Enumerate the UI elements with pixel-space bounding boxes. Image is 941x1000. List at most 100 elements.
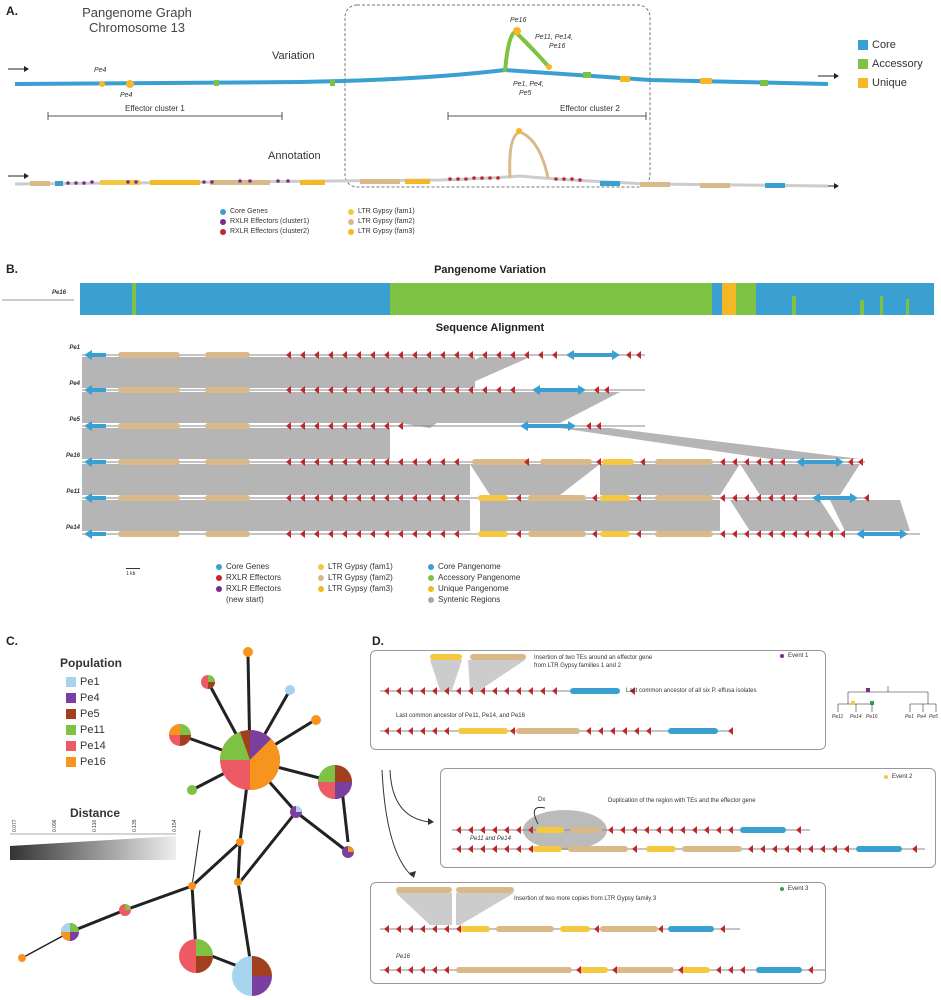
- d-effector-marker-r1-10: [622, 727, 627, 735]
- effector-marker-r5-2: [314, 530, 319, 538]
- effector-marker-r4-6: [370, 494, 375, 502]
- effector-cluster2-label: Effector cluster 2: [560, 104, 620, 113]
- event1-te1: [430, 654, 462, 660]
- connector-arrow-1: [428, 818, 434, 825]
- unique-node-pe4a: [99, 81, 105, 87]
- distance-title: Distance: [70, 806, 121, 820]
- effector-marker-r0-12: [454, 351, 459, 359]
- event3-sub: Pe16: [396, 954, 411, 960]
- d-effector-marker-r5-11: [740, 966, 745, 974]
- d-effector-marker-r4-5: [444, 925, 449, 933]
- d-effector-marker-r5-1: [396, 966, 401, 974]
- effector-marker-r1-10: [426, 386, 431, 394]
- tree-event2-marker: [851, 701, 855, 705]
- effector-marker-r4-11: [440, 494, 445, 502]
- cluster1-effector-markers: [66, 179, 290, 185]
- annot-legend-rxlr1-label: RXLR Effectors (cluster1): [230, 218, 310, 225]
- event3-te3: [460, 926, 490, 932]
- effector-marker-r3-8: [398, 458, 403, 466]
- effector-marker-r3-23: [858, 458, 863, 466]
- d-effector-marker-r1-5: [444, 727, 449, 735]
- pop-pe5-label: Pe5: [80, 708, 100, 720]
- effector-marker-r5-9: [412, 530, 417, 538]
- effector-marker-r4-8: [398, 494, 403, 502]
- effector-marker-r3-4: [342, 458, 347, 466]
- event3-te5: [560, 926, 590, 932]
- pangenome-variation-title: Pangenome Variation: [434, 264, 546, 276]
- pop-pe16-label: Pe16: [80, 756, 106, 768]
- d-effector-marker-r4-7: [594, 925, 599, 933]
- effector-marker-r0-15: [496, 351, 501, 359]
- d-effector-marker-r4-9: [720, 925, 725, 933]
- panel-b-letter: B.: [6, 262, 18, 276]
- annotation-label: Annotation: [268, 150, 321, 162]
- d-effector-marker-r3-15: [832, 845, 837, 853]
- event3-description: Insertion of two more copies from LTR Gy…: [514, 896, 657, 902]
- event1-core-gene-2: [668, 728, 718, 734]
- effector-marker-r4-0: [286, 494, 291, 502]
- event3-te7: [456, 967, 572, 973]
- effector-marker-r2-9: [586, 422, 591, 430]
- arrow-left-bottom-head: [24, 173, 29, 179]
- effector-marker-r0-18: [538, 351, 543, 359]
- tree-event1-marker: [866, 688, 870, 692]
- event1-wedge-2: [468, 660, 525, 690]
- effector-marker-r4-19: [756, 494, 761, 502]
- d-effector-marker-r2-6: [528, 826, 533, 834]
- event1-tag-label: Event 1: [788, 653, 809, 659]
- d-effector-marker-r4-3: [420, 925, 425, 933]
- d-effector-marker-r0-6: [456, 687, 461, 695]
- effector-marker-r5-24: [816, 530, 821, 538]
- effector-marker-r0-8: [398, 351, 403, 359]
- effector-marker-r3-5: [356, 458, 361, 466]
- event3-te10: [680, 967, 710, 973]
- d-effector-marker-r2-16: [716, 826, 721, 834]
- effector-marker-r5-6: [370, 530, 375, 538]
- d-effector-marker-r2-15: [704, 826, 709, 834]
- tree-label-1: Pe11: [832, 714, 844, 720]
- effector-marker-r3-14: [596, 458, 601, 466]
- effector-marker-r4-10: [426, 494, 431, 502]
- effector-marker-r5-25: [828, 530, 833, 538]
- d-effector-marker-r2-17: [728, 826, 733, 834]
- population-title: Population: [60, 656, 122, 670]
- d-effector-marker-r2-8: [620, 826, 625, 834]
- effector-marker-r5-11: [440, 530, 445, 538]
- d-effector-marker-r3-17: [912, 845, 917, 853]
- effector-marker-r5-4: [342, 530, 347, 538]
- event2-te4: [568, 846, 628, 852]
- d-effector-marker-r0-9: [492, 687, 497, 695]
- network-nodes: [18, 647, 354, 996]
- effector-marker-r5-14: [592, 530, 597, 538]
- effector-marker-r1-5: [356, 386, 361, 394]
- haplotype-network-svg: [10, 647, 354, 996]
- d-effector-marker-r1-6: [510, 727, 515, 735]
- effector-marker-r1-18: [604, 386, 609, 394]
- b-legend-uniq-pg-label: Unique Pangenome: [438, 584, 509, 593]
- event2-description: Duplication of the region with TEs and t…: [608, 798, 756, 804]
- b-legend-syntenic-label: Syntenic Regions: [438, 595, 501, 604]
- pop-pe4-label: Pe4: [80, 692, 100, 704]
- pangenome-graph-svg: [8, 4, 839, 189]
- d-effector-marker-r1-2: [408, 727, 413, 735]
- effector-marker-r4-16: [720, 494, 725, 502]
- pop-pe11-label: Pe11: [80, 724, 105, 736]
- d-effector-marker-r2-14: [692, 826, 697, 834]
- core-gene-arrows: [84, 350, 908, 539]
- event3-te4: [496, 926, 554, 932]
- d-effector-marker-r5-8: [678, 966, 683, 974]
- event-effectors: [384, 687, 917, 974]
- d-effector-marker-r3-6: [528, 845, 533, 853]
- d-effector-marker-r3-14: [820, 845, 825, 853]
- effector-marker-r2-6: [370, 422, 375, 430]
- d-effector-marker-r5-0: [384, 966, 389, 974]
- panel-a-title-line2: Chromosome 13: [88, 20, 186, 35]
- d-effector-marker-r3-9: [760, 845, 765, 853]
- d-effector-marker-r2-5: [516, 826, 521, 834]
- effector-marker-r5-19: [756, 530, 761, 538]
- d-effector-marker-r2-7: [608, 826, 613, 834]
- arrow-right-top-head: [834, 73, 839, 79]
- event3-te1: [396, 887, 452, 893]
- effector-marker-r3-16: [720, 458, 725, 466]
